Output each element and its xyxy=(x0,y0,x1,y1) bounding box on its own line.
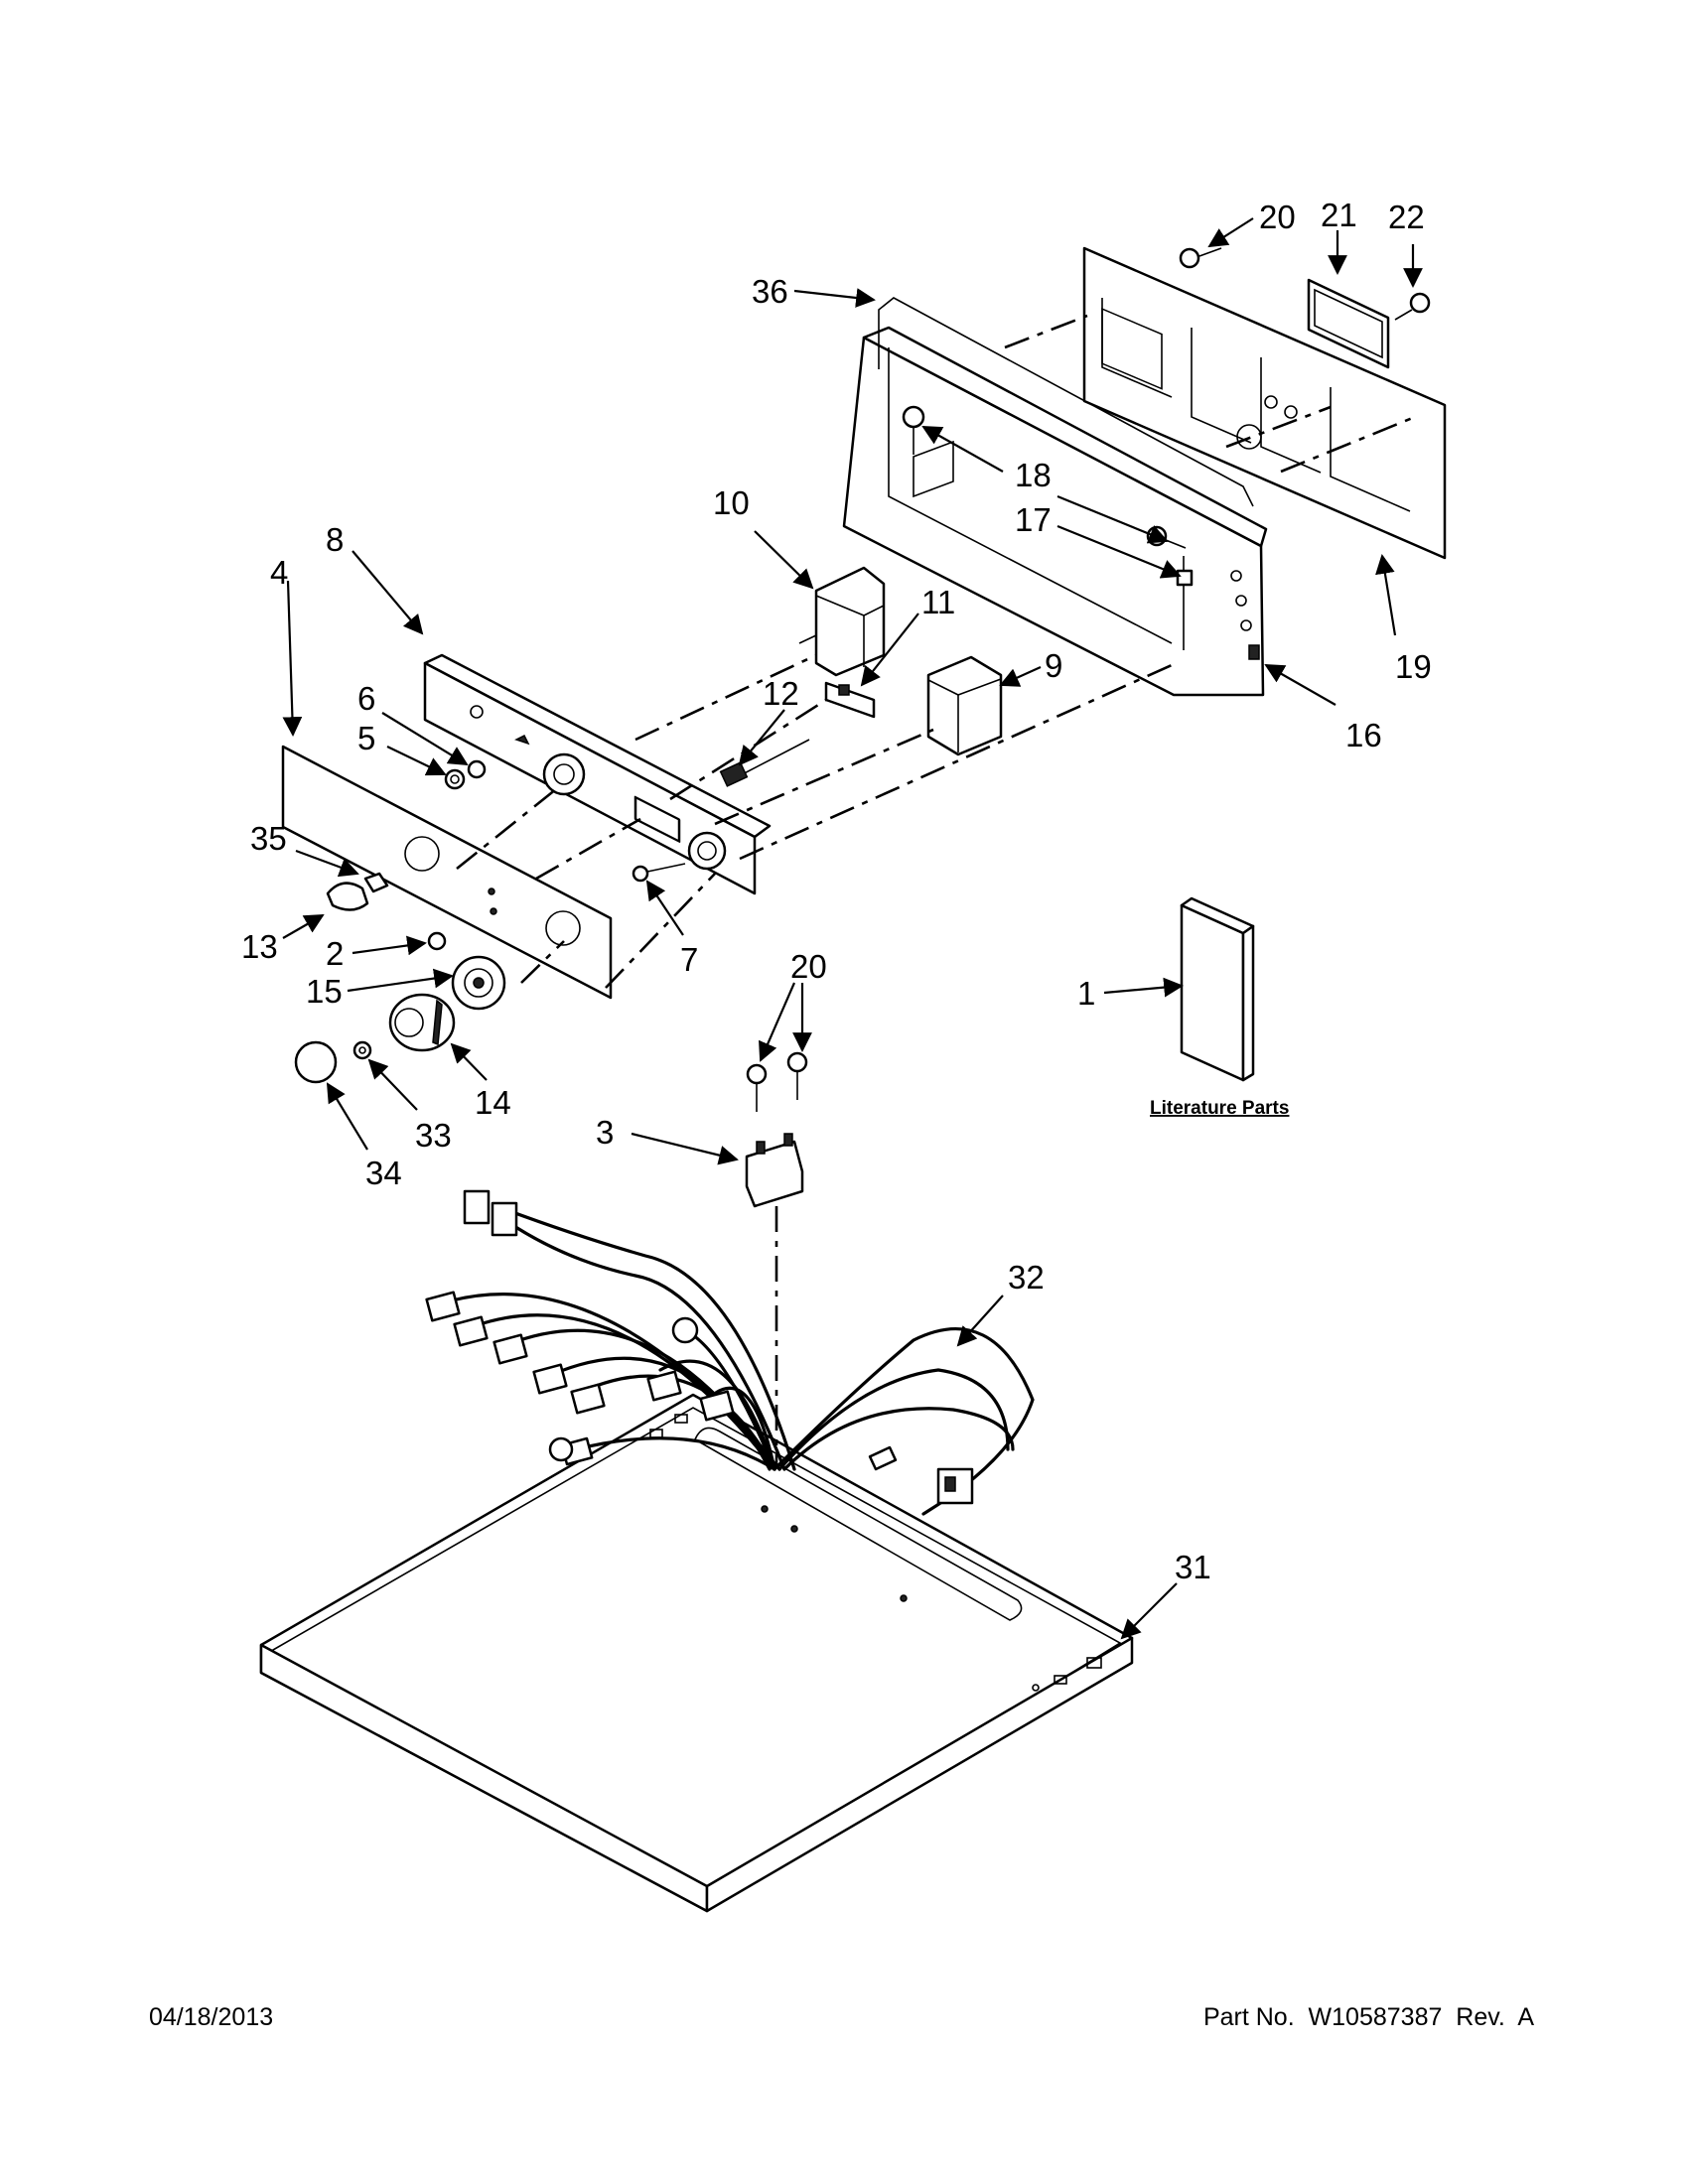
footer: 04/18/2013 Part No. W10587387 Rev. A xyxy=(149,2003,1534,2031)
screw-18 xyxy=(902,405,925,455)
callout-4: 4 xyxy=(270,554,288,591)
callout-17: 17 xyxy=(1015,501,1052,538)
bezel-15 xyxy=(451,955,506,1011)
washer-33 xyxy=(352,1040,372,1060)
timer-10 xyxy=(798,566,886,677)
wire-harness-32 xyxy=(425,1189,1035,1516)
callout-32: 32 xyxy=(1008,1259,1045,1296)
knob-13 xyxy=(326,882,369,911)
callout-21: 21 xyxy=(1321,197,1357,233)
callout-9: 9 xyxy=(1045,647,1062,684)
callout-12: 12 xyxy=(763,675,799,712)
rear-panel-19 xyxy=(1082,246,1447,560)
callout-34: 34 xyxy=(365,1155,402,1191)
screw-7 xyxy=(632,863,686,883)
callout-35: 35 xyxy=(250,820,287,857)
callout-19: 19 xyxy=(1395,648,1432,685)
callout-15: 15 xyxy=(306,973,343,1010)
front-panel-4 xyxy=(281,745,613,1000)
nut-5 xyxy=(444,768,466,790)
callout-11: 11 xyxy=(921,584,955,620)
footer-date: 04/18/2013 xyxy=(149,2003,273,2031)
callout-1: 1 xyxy=(1077,975,1095,1012)
callout-13: 13 xyxy=(241,928,278,965)
screw-20-top xyxy=(1179,247,1222,269)
top-31 xyxy=(259,1393,1134,1913)
leader-lines xyxy=(282,217,1423,1640)
callout-8: 8 xyxy=(326,521,344,558)
literature-1 xyxy=(1180,896,1255,1082)
switch-11 xyxy=(824,681,876,719)
callout-14: 14 xyxy=(475,1084,511,1121)
screw-22 xyxy=(1394,292,1431,321)
callout-31: 31 xyxy=(1175,1549,1211,1585)
callout-18: 18 xyxy=(1015,457,1052,493)
nut-35 xyxy=(363,872,389,893)
literature-parts-label: Literature Parts xyxy=(1150,1098,1289,1119)
callout-22: 22 xyxy=(1388,199,1425,235)
callout-2: 2 xyxy=(326,935,344,972)
screw-20-terminal xyxy=(746,1051,808,1112)
callout-10: 10 xyxy=(713,484,750,521)
console-16 xyxy=(842,326,1268,697)
callout-7: 7 xyxy=(680,941,698,978)
cap-34 xyxy=(294,1040,338,1084)
callout-36: 36 xyxy=(752,273,788,310)
callout-20-top: 20 xyxy=(1259,199,1296,235)
callout-33: 33 xyxy=(415,1117,452,1154)
bracket-21 xyxy=(1307,278,1390,369)
switch-9 xyxy=(926,655,1003,756)
lens-6 xyxy=(467,759,487,779)
callout-16: 16 xyxy=(1345,717,1382,753)
lens-2 xyxy=(427,931,447,951)
rod-36 xyxy=(878,297,1254,507)
callout-6: 6 xyxy=(357,680,375,717)
callout-20-terminal: 20 xyxy=(790,948,827,985)
callout-3: 3 xyxy=(596,1114,614,1151)
callout-labels: 36 20 21 22 18 17 19 16 10 11 9 8 12 4 6… xyxy=(241,197,1432,1585)
footer-part-number: Part No. W10587387 Rev. A xyxy=(1203,2003,1534,2031)
callout-5: 5 xyxy=(357,720,375,756)
harness-12 xyxy=(719,739,810,787)
knob-14 xyxy=(388,993,456,1052)
alignment-lines xyxy=(456,314,1416,1464)
terminal-block-3 xyxy=(745,1133,804,1208)
